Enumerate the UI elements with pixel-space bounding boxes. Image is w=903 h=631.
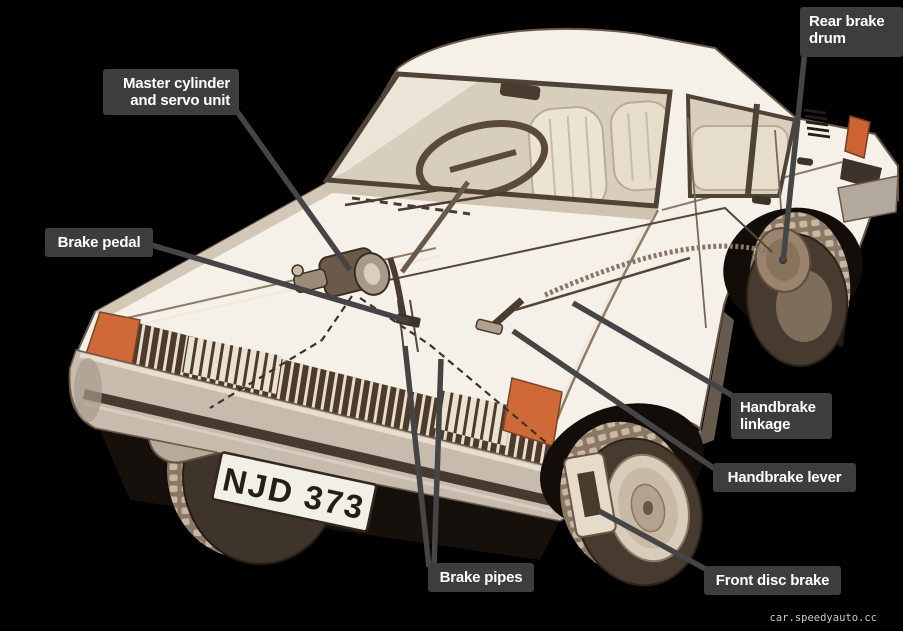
brake-pipe-left bbox=[209, 295, 353, 409]
b-pillar bbox=[745, 103, 760, 195]
handbrake-rod bbox=[514, 256, 691, 312]
leader-brake-pipes-1 bbox=[402, 345, 432, 568]
front-bumper bbox=[68, 349, 582, 522]
watermark: car.speedyauto.cc bbox=[769, 612, 877, 624]
leader-front-disc-brake bbox=[597, 508, 713, 575]
front-right-wheel bbox=[539, 403, 705, 587]
leader-handbrake-lever bbox=[511, 328, 723, 476]
leader-master-cylinder bbox=[233, 108, 353, 272]
car-body: NJD 373 bbox=[68, 27, 899, 587]
label-handbrake-lever: Handbrake lever bbox=[713, 463, 856, 492]
headlight-left bbox=[182, 336, 282, 394]
brake-system bbox=[209, 206, 780, 445]
rear-seat bbox=[691, 125, 789, 191]
leader-brake-pedal bbox=[147, 241, 410, 324]
label-brake-pedal: Brake pedal bbox=[45, 228, 153, 257]
label-master-cylinder-and-servo-unit: Master cylinder and servo unit bbox=[103, 69, 239, 115]
leader-rear-brake-drum bbox=[780, 49, 808, 263]
label-front-disc-brake: Front disc brake bbox=[704, 566, 841, 595]
brake-pipe-rear bbox=[369, 206, 773, 285]
tail-light bbox=[844, 115, 871, 160]
handbrake-cable bbox=[543, 243, 780, 298]
label-rear-brake-drum: Rear brake drum bbox=[800, 7, 903, 57]
fender-edge bbox=[95, 180, 342, 318]
rear-bumper bbox=[837, 175, 899, 223]
rear-view-mirror bbox=[499, 81, 541, 101]
steering-column bbox=[399, 180, 471, 274]
rear-wheel bbox=[723, 207, 863, 367]
label-brake-pipes: Brake pipes bbox=[428, 563, 534, 592]
label-handbrake-linkage: Handbrake linkage bbox=[731, 393, 832, 439]
headlight-right bbox=[434, 390, 512, 446]
leader-handbrake-linkage bbox=[571, 300, 742, 403]
leader-brake-pipes-2 bbox=[431, 358, 444, 568]
cowl-band bbox=[322, 180, 658, 220]
handbrake-parts bbox=[475, 243, 780, 335]
cabin-interior bbox=[327, 74, 795, 206]
leader-lines bbox=[147, 49, 808, 575]
